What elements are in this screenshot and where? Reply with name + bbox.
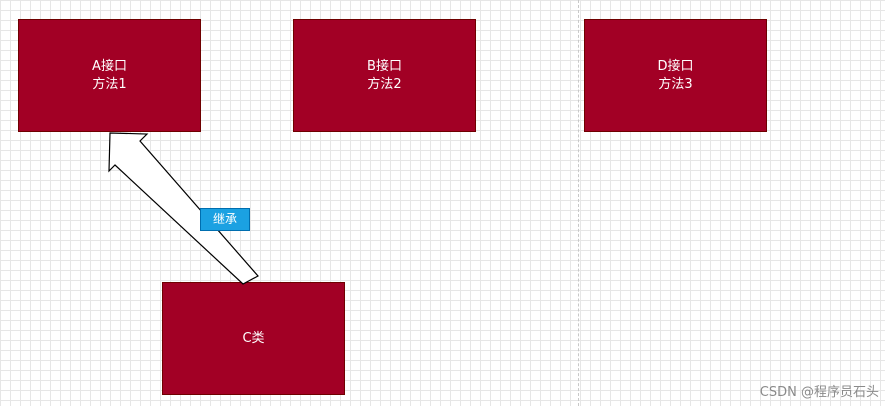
node-d-title: D接口 [657,58,694,74]
node-a-method: 方法1 [92,76,127,92]
node-b-title: B接口 [367,58,402,74]
node-b-method: 方法2 [367,76,402,92]
inheritance-label[interactable]: 继承 [200,208,250,231]
node-a-interface[interactable]: A接口 方法1 [18,19,201,132]
node-d-interface[interactable]: D接口 方法3 [584,19,767,132]
node-c-class[interactable]: C类 [162,282,345,395]
node-b-interface[interactable]: B接口 方法2 [293,19,476,132]
node-c-title: C类 [242,330,265,346]
node-a-title: A接口 [92,58,127,74]
node-d-method: 方法3 [658,76,693,92]
inheritance-arrow-shape[interactable] [108,132,259,285]
watermark: CSDN @程序员石头 [759,385,879,400]
dashed-separator [578,0,579,406]
